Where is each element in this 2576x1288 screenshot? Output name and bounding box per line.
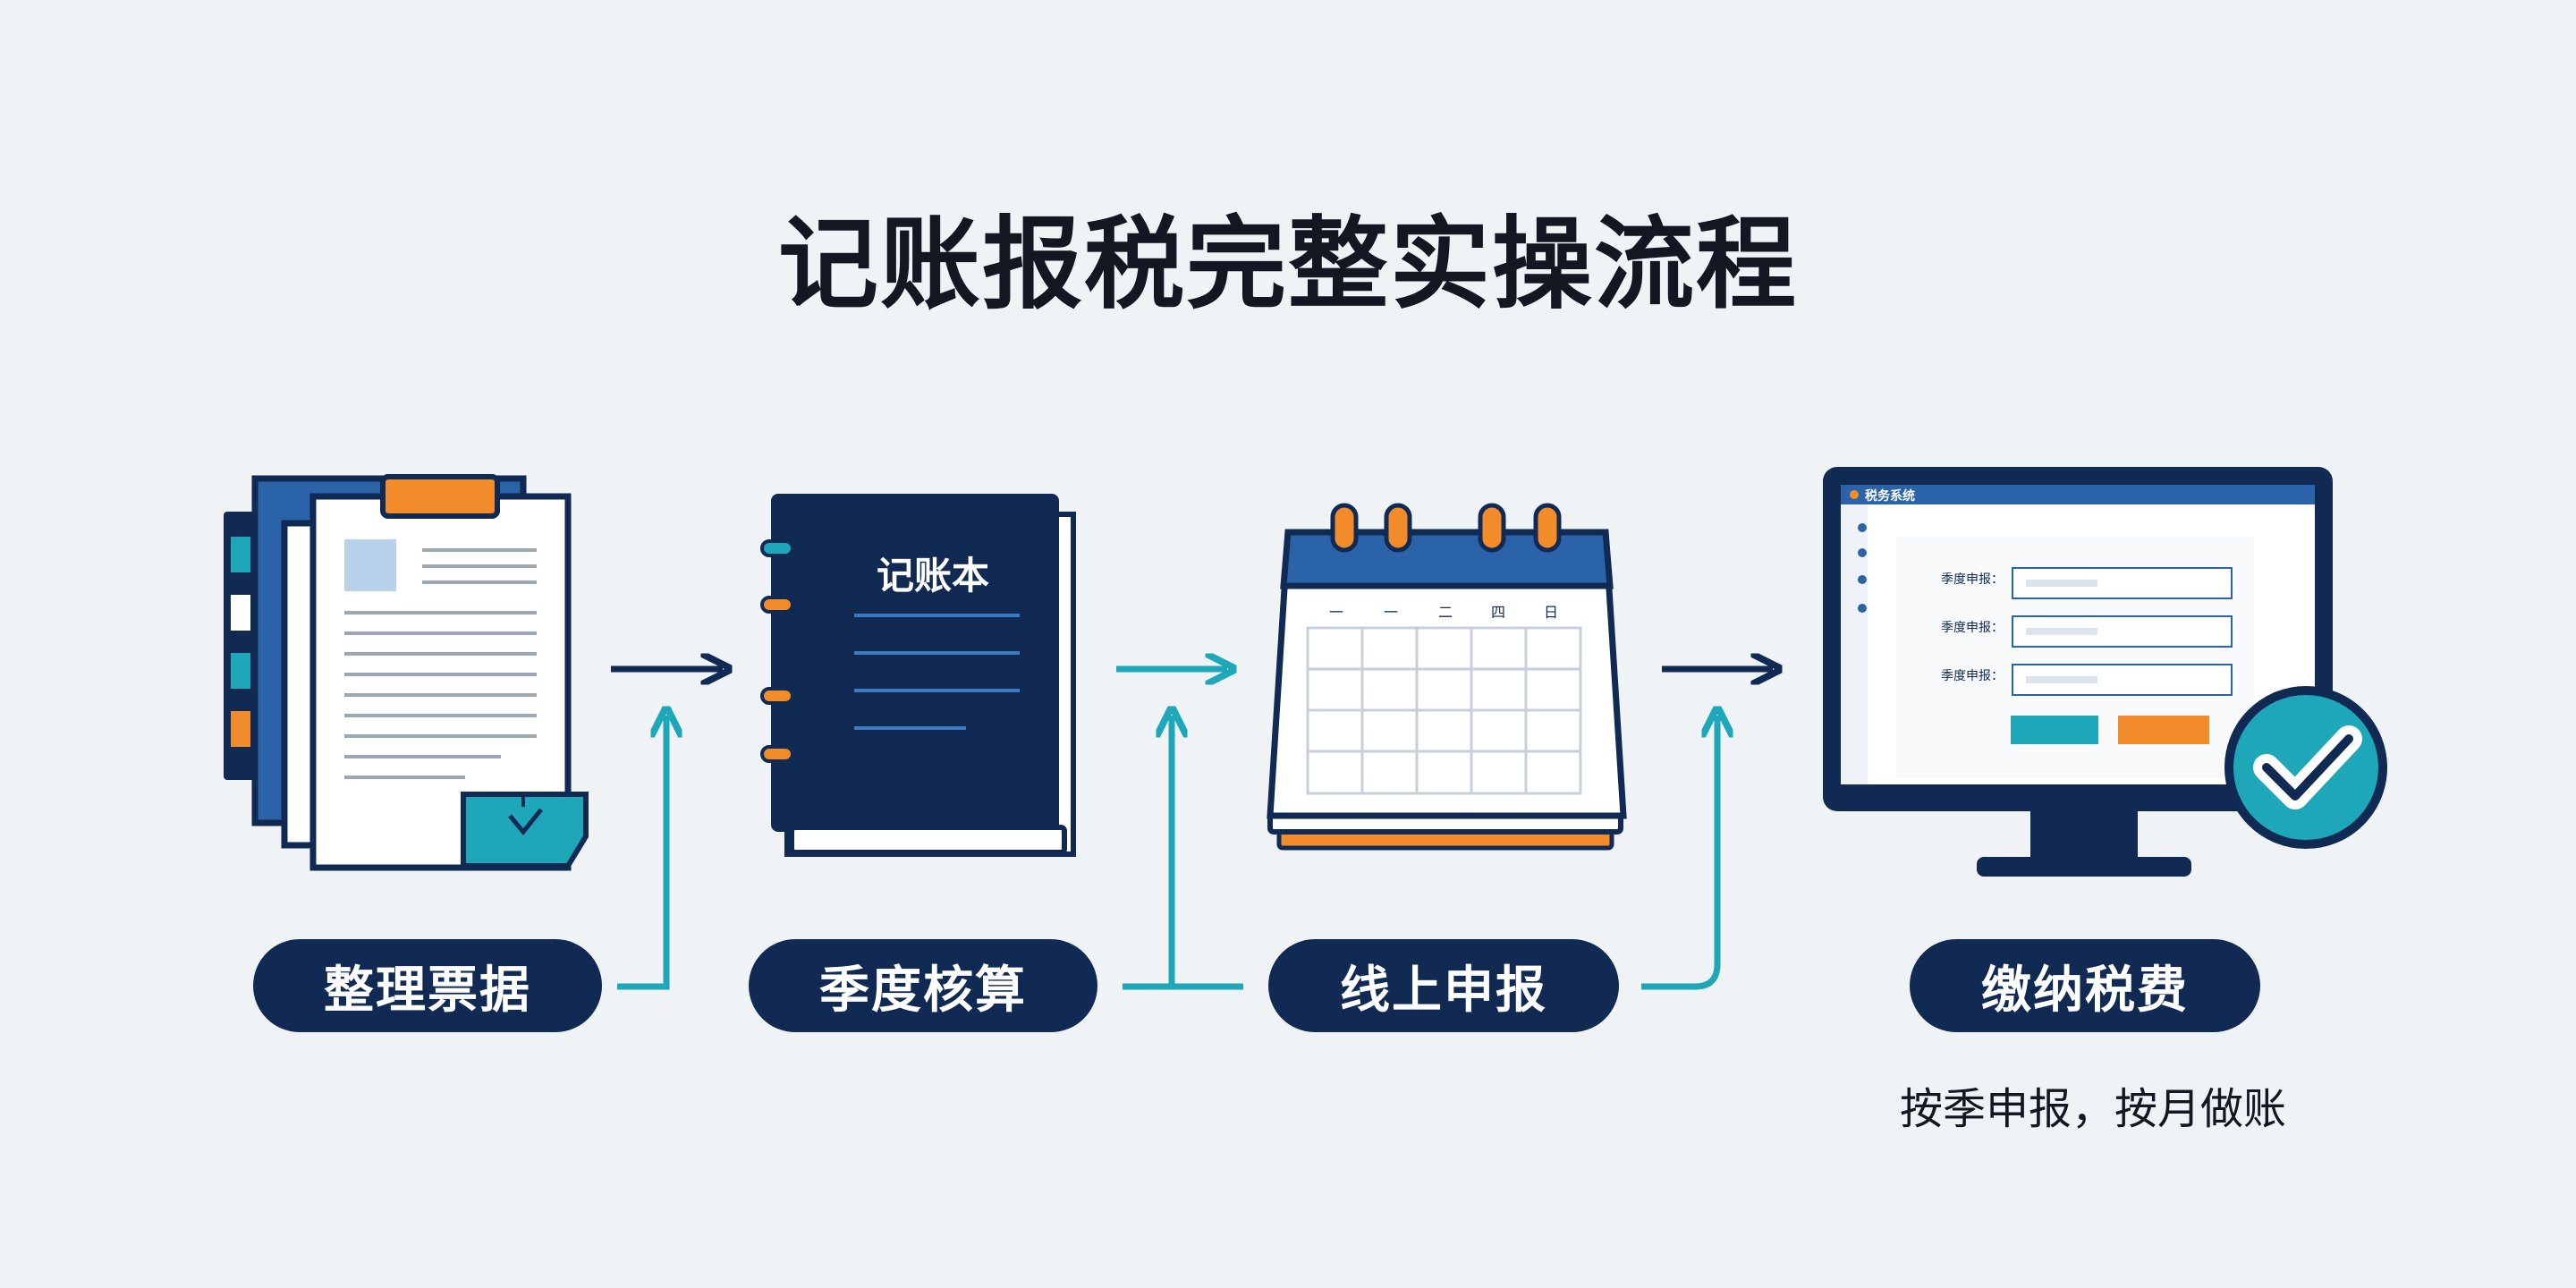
- documents-icon: [224, 474, 589, 871]
- calendar-icon: 一 一 二 四 日: [1267, 503, 1627, 851]
- calendar-weekday: 日: [1544, 604, 1558, 621]
- arrow-up-icon: [1123, 716, 1172, 990]
- form-field-label: 季度申报：: [1941, 572, 2004, 587]
- flow-arrows: [611, 669, 1773, 990]
- ledger-book-icon: 记账本: [760, 494, 1076, 857]
- page-title: 记账报税完整实操流程: [778, 207, 1798, 323]
- calendar-weekday: 一: [1384, 604, 1398, 621]
- step-label-1: 整理票据: [253, 939, 602, 1032]
- form-field-label: 季度申报：: [1941, 621, 2004, 635]
- form-field-label: 季度申报：: [1941, 669, 2004, 683]
- monitor-app-name: 税务系统: [1865, 488, 1915, 504]
- calendar-weekday: 四: [1491, 604, 1505, 621]
- step-label-3: 线上申报: [1268, 939, 1619, 1032]
- step-label-2: 季度核算: [749, 939, 1097, 1032]
- footnote: 按季申报，按月做账: [1899, 1084, 2286, 1134]
- step-label-4: 缴纳税费: [1910, 939, 2260, 1032]
- ledger-cover-text: 记账本: [877, 554, 989, 597]
- submit-button-graphic: [2011, 716, 2098, 744]
- cancel-button-graphic: [2118, 716, 2209, 744]
- monitor-icon: 税务系统 季度申报： 季度申报： 季度申报：: [1823, 467, 2387, 877]
- calendar-weekday: 二: [1438, 604, 1453, 621]
- arrow-up-icon: [617, 716, 666, 990]
- calendar-weekday: 一: [1329, 604, 1343, 621]
- arrow-up-icon: [1641, 716, 1717, 990]
